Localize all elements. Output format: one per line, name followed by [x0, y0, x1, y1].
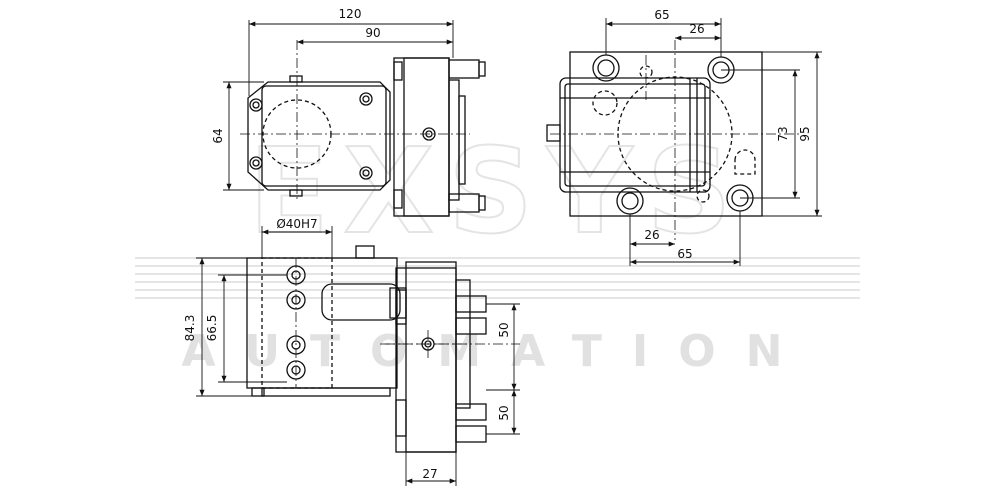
watermark: EXSYS AUTOMATION [135, 121, 860, 377]
dim-height: 64 [211, 128, 225, 143]
dim-overall-width: 120 [339, 7, 362, 21]
watermark-brand: EXSYS [248, 122, 745, 260]
dim-spacing-lower: 50 [497, 405, 511, 420]
front-view [196, 226, 520, 486]
dim-bore: Ø40H7 [276, 217, 317, 231]
dim-spacing-upper: 50 [497, 322, 511, 337]
top-view-plate-inner [261, 85, 387, 187]
side-view [546, 18, 822, 266]
dim-side-top-inner: 26 [689, 22, 704, 36]
watermark-stripes [135, 257, 860, 299]
dim-front-height-outer: 84.3 [183, 315, 197, 342]
dim-width: 90 [365, 26, 380, 40]
dim-side-bottom: 65 [677, 247, 692, 261]
dim-side-height-outer: 95 [798, 126, 812, 141]
top-view-plate [247, 81, 391, 191]
top-view-dimensions [223, 20, 454, 191]
dim-front-height-inner: 66.5 [205, 315, 219, 342]
top-view [223, 20, 486, 217]
dim-side-height-inner: 73 [776, 126, 790, 141]
dim-side-top: 65 [654, 8, 669, 22]
dim-width-bottom: 27 [422, 467, 437, 481]
front-view-dimensions [196, 226, 520, 486]
side-view-dimensions [605, 18, 822, 266]
dim-side-bottom-inner: 26 [644, 228, 659, 242]
